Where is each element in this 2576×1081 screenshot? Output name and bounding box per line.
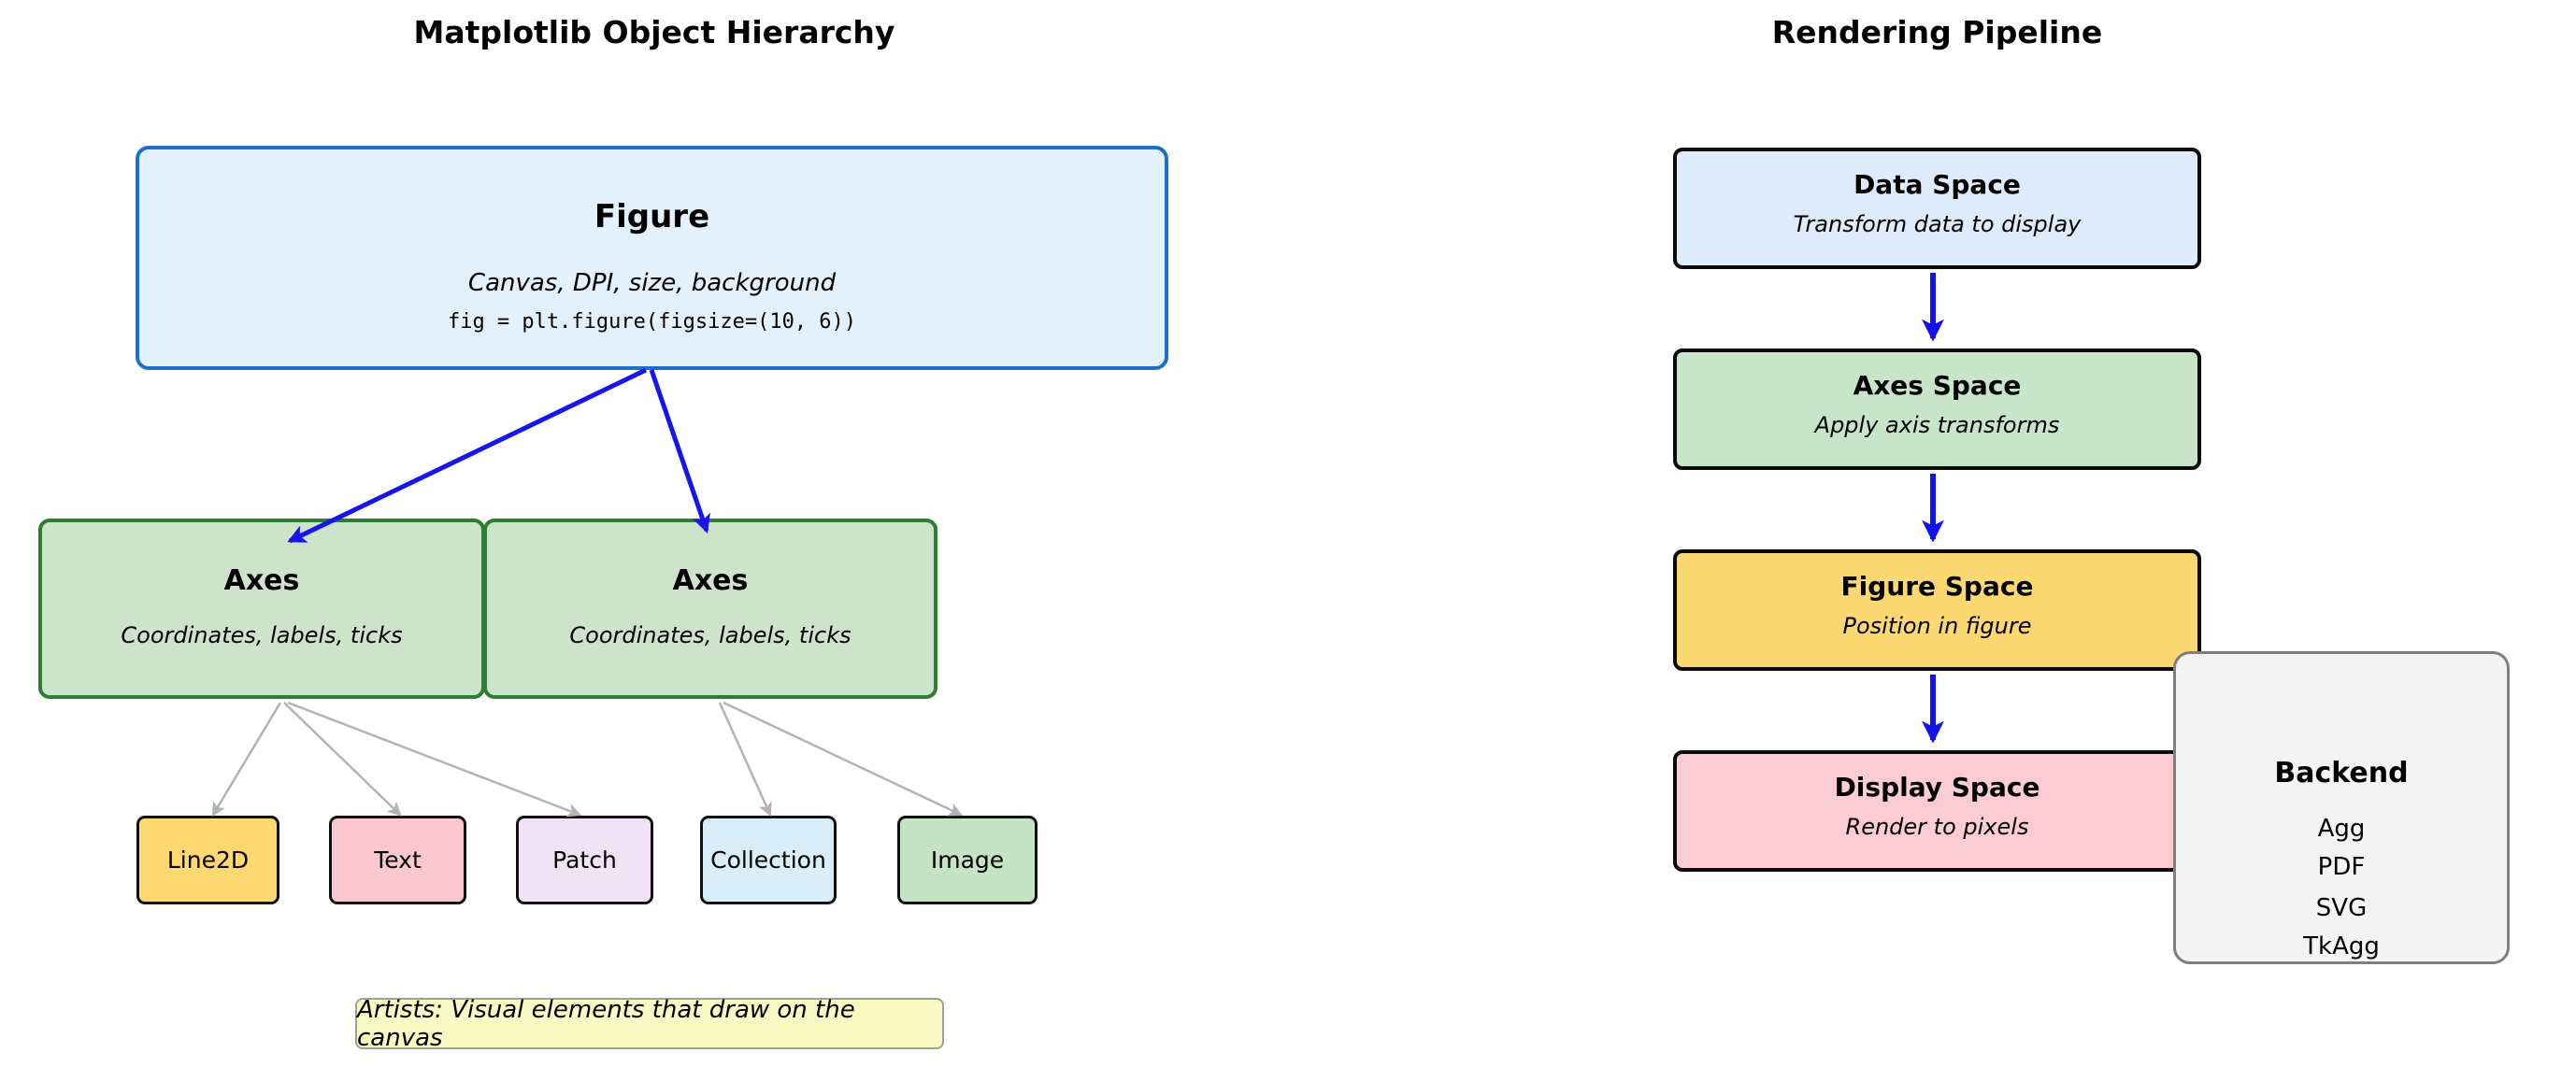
artist-box-line2d: Line2D — [136, 816, 279, 904]
figure-box-code: fig = plt.figure(figsize=(10, 6)) — [447, 310, 857, 334]
artist-box-image: Image — [897, 816, 1038, 904]
figure-box-subtitle: Canvas, DPI, size, background — [467, 269, 837, 297]
backend-item-agg: Agg — [2317, 815, 2366, 843]
figure-box: Figure Canvas, DPI, size, background fig… — [136, 146, 1168, 370]
left-panel-title: Matplotlib Object Hierarchy — [413, 14, 895, 50]
axes-box-right: Axes Coordinates, labels, ticks — [483, 519, 937, 699]
backend-box: Backend Agg PDF SVG TkAgg — [2173, 651, 2510, 964]
artist-box-patch: Patch — [516, 816, 653, 904]
artist-box-text: Text — [329, 816, 466, 904]
pipeline-box-axes-space-title: Axes Space — [1853, 370, 2022, 401]
axes-box-left-subtitle: Coordinates, labels, ticks — [121, 622, 403, 648]
pipeline-box-data-space: Data Space Transform data to display — [1673, 148, 2201, 269]
right-panel-title: Rendering Pipeline — [1771, 14, 2103, 50]
artists-note: Artists: Visual elements that draw on th… — [355, 996, 944, 1052]
axes-box-left-title: Axes — [223, 564, 300, 597]
axes-box-right-subtitle: Coordinates, labels, ticks — [569, 622, 852, 648]
figure-to-axes-arrows — [287, 367, 710, 544]
pipeline-box-figure-space-title: Figure Space — [1840, 571, 2034, 602]
pipeline-box-data-space-title: Data Space — [1853, 169, 2021, 200]
pipeline-box-figure-space-subtitle: Position in figure — [1842, 613, 2032, 639]
pipeline-box-axes-space-subtitle: Apply axis transforms — [1814, 412, 2060, 438]
backend-box-title: Backend — [2274, 757, 2409, 789]
pipeline-box-display-space: Display Space Render to pixels — [1673, 750, 2201, 872]
artist-box-collection: Collection — [700, 816, 837, 904]
axes-box-left: Axes Coordinates, labels, ticks — [38, 519, 485, 699]
axes-box-right-title: Axes — [672, 564, 749, 597]
backend-item-svg: SVG — [2315, 894, 2368, 922]
backend-item-pdf: PDF — [2317, 853, 2366, 881]
figure-box-title: Figure — [594, 198, 710, 235]
pipeline-box-data-space-subtitle: Transform data to display — [1793, 211, 2082, 237]
backend-item-tkagg: TkAgg — [2303, 932, 2380, 960]
axes-to-artist-arrows — [211, 701, 964, 818]
pipeline-box-axes-space: Axes Space Apply axis transforms — [1673, 348, 2201, 470]
pipeline-box-figure-space: Figure Space Position in figure — [1673, 549, 2201, 671]
pipeline-box-display-space-subtitle: Render to pixels — [1845, 814, 2029, 840]
pipeline-box-display-space-title: Display Space — [1834, 772, 2040, 803]
